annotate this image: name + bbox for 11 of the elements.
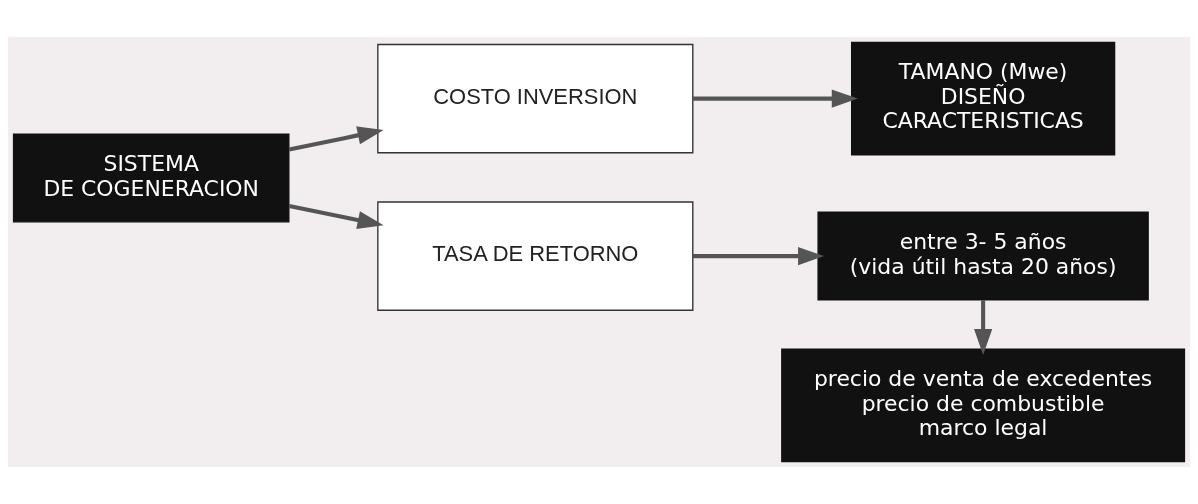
node-box: TAMANO (Mwe) DISEÑO CARACTERISTICAS xyxy=(850,41,1116,156)
node-box: entre 3- 5 años (vida útil hasta 20 años) xyxy=(817,211,1149,301)
node-box: TASA DE RETORNO xyxy=(377,201,694,311)
arrow xyxy=(288,126,384,152)
node-box: COSTO INVERSION xyxy=(377,43,694,154)
arrow xyxy=(693,247,825,266)
node-box: precio de venta de excedentes precio de combustible marco legal xyxy=(781,348,1186,463)
arrow xyxy=(974,300,993,356)
node-box: SISTEMA DE COGENERACION xyxy=(12,133,290,223)
arrow xyxy=(693,89,858,108)
arrow xyxy=(288,204,384,230)
